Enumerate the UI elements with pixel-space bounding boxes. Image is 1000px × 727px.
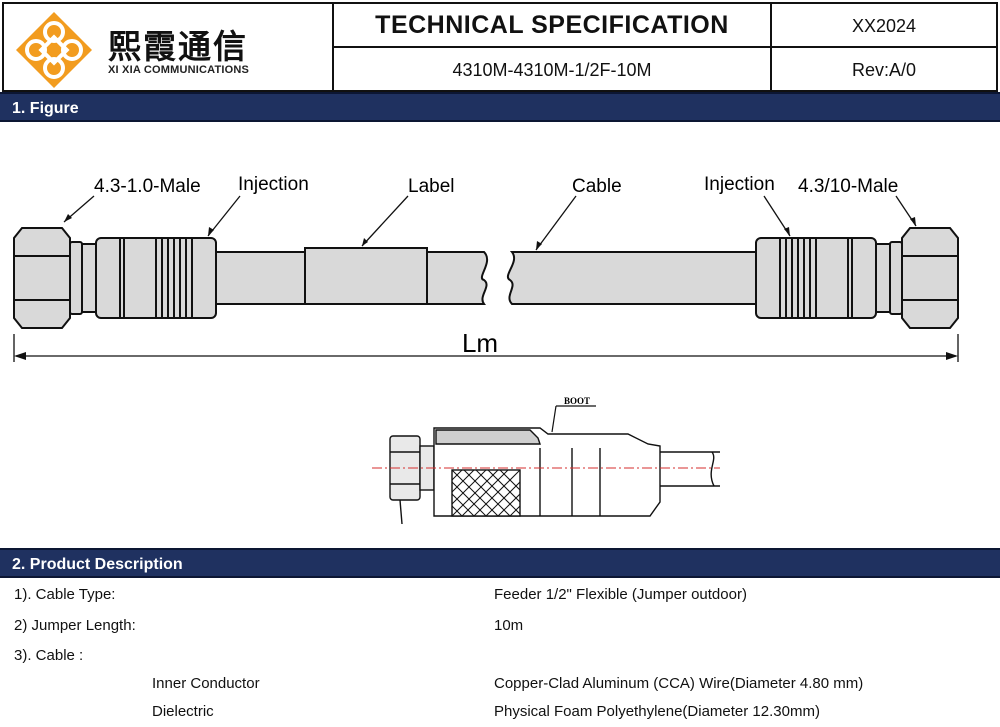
callout-injection-left: Injection xyxy=(238,174,309,195)
jumper-cable-drawing: 4.3-1.0-Male Injection Label Cable Injec… xyxy=(13,174,959,525)
right-cable-drawing xyxy=(507,251,759,305)
dielectric-label: Dielectric xyxy=(152,703,214,720)
callout-cable: Cable xyxy=(572,176,622,197)
revision: Rev:A/0 xyxy=(851,60,917,80)
length-dimension-line xyxy=(13,334,959,362)
left-connector-drawing xyxy=(13,227,217,329)
cable-label: 3). Cable : xyxy=(14,647,84,664)
company-logo-icon xyxy=(16,12,92,88)
brand-name-cn: 熙霞通信 xyxy=(108,27,248,66)
callout-boot: BOOT xyxy=(564,396,590,406)
logo-cell: 熙霞通信 XI XIA COMMUNICATIONS xyxy=(2,2,334,92)
dimension-arrowheads xyxy=(14,352,958,360)
revision-cell: Rev:A/0 xyxy=(770,46,998,92)
title-cell: TECHNICAL SPECIFICATION xyxy=(332,2,772,48)
callout-label: Label xyxy=(408,176,455,197)
document-title: TECHNICAL SPECIFICATION xyxy=(375,11,729,39)
left-cable-drawing xyxy=(215,247,489,305)
model-cell: 4310M-4310M-1/2F-10M xyxy=(332,46,772,92)
model-number: 4310M-4310M-1/2F-10M xyxy=(452,60,652,80)
jumper-length-label: 2) Jumper Length: xyxy=(14,617,136,634)
cable-type-label: 1). Cable Type: xyxy=(14,586,116,603)
dielectric-value: Physical Foam Polyethylene(Diameter 12.3… xyxy=(494,703,820,720)
cable-type-value: Feeder 1/2" Flexible (Jumper outdoor) xyxy=(494,586,747,603)
section-header-product: 2. Product Description xyxy=(0,548,1000,578)
callout-right-connector: 4.3/10-Male xyxy=(798,176,898,197)
doc-code-cell: XX2024 xyxy=(770,2,998,48)
length-label: Lm xyxy=(462,328,498,358)
jumper-length-value: 10m xyxy=(494,617,524,634)
connector-detail-drawing xyxy=(389,427,720,525)
boot-callout-leader xyxy=(551,405,557,433)
section-header-figure: 1. Figure xyxy=(0,92,1000,122)
right-connector-drawing xyxy=(755,227,959,329)
figure-area: 4.3-1.0-Male Injection Label Cable Injec… xyxy=(0,122,1000,548)
inner-conductor-label: Inner Conductor xyxy=(152,675,260,692)
callout-injection-right: Injection xyxy=(704,174,775,195)
inner-conductor-value: Copper-Clad Aluminum (CCA) Wire(Diameter… xyxy=(494,675,864,692)
callout-arrowheads xyxy=(64,214,916,250)
brand-name-en: XI XIA COMMUNICATIONS xyxy=(108,64,250,76)
callout-left-connector: 4.3-1.0-Male xyxy=(94,176,201,197)
detail-crosshatch xyxy=(451,469,521,517)
document-code: XX2024 xyxy=(851,16,917,36)
